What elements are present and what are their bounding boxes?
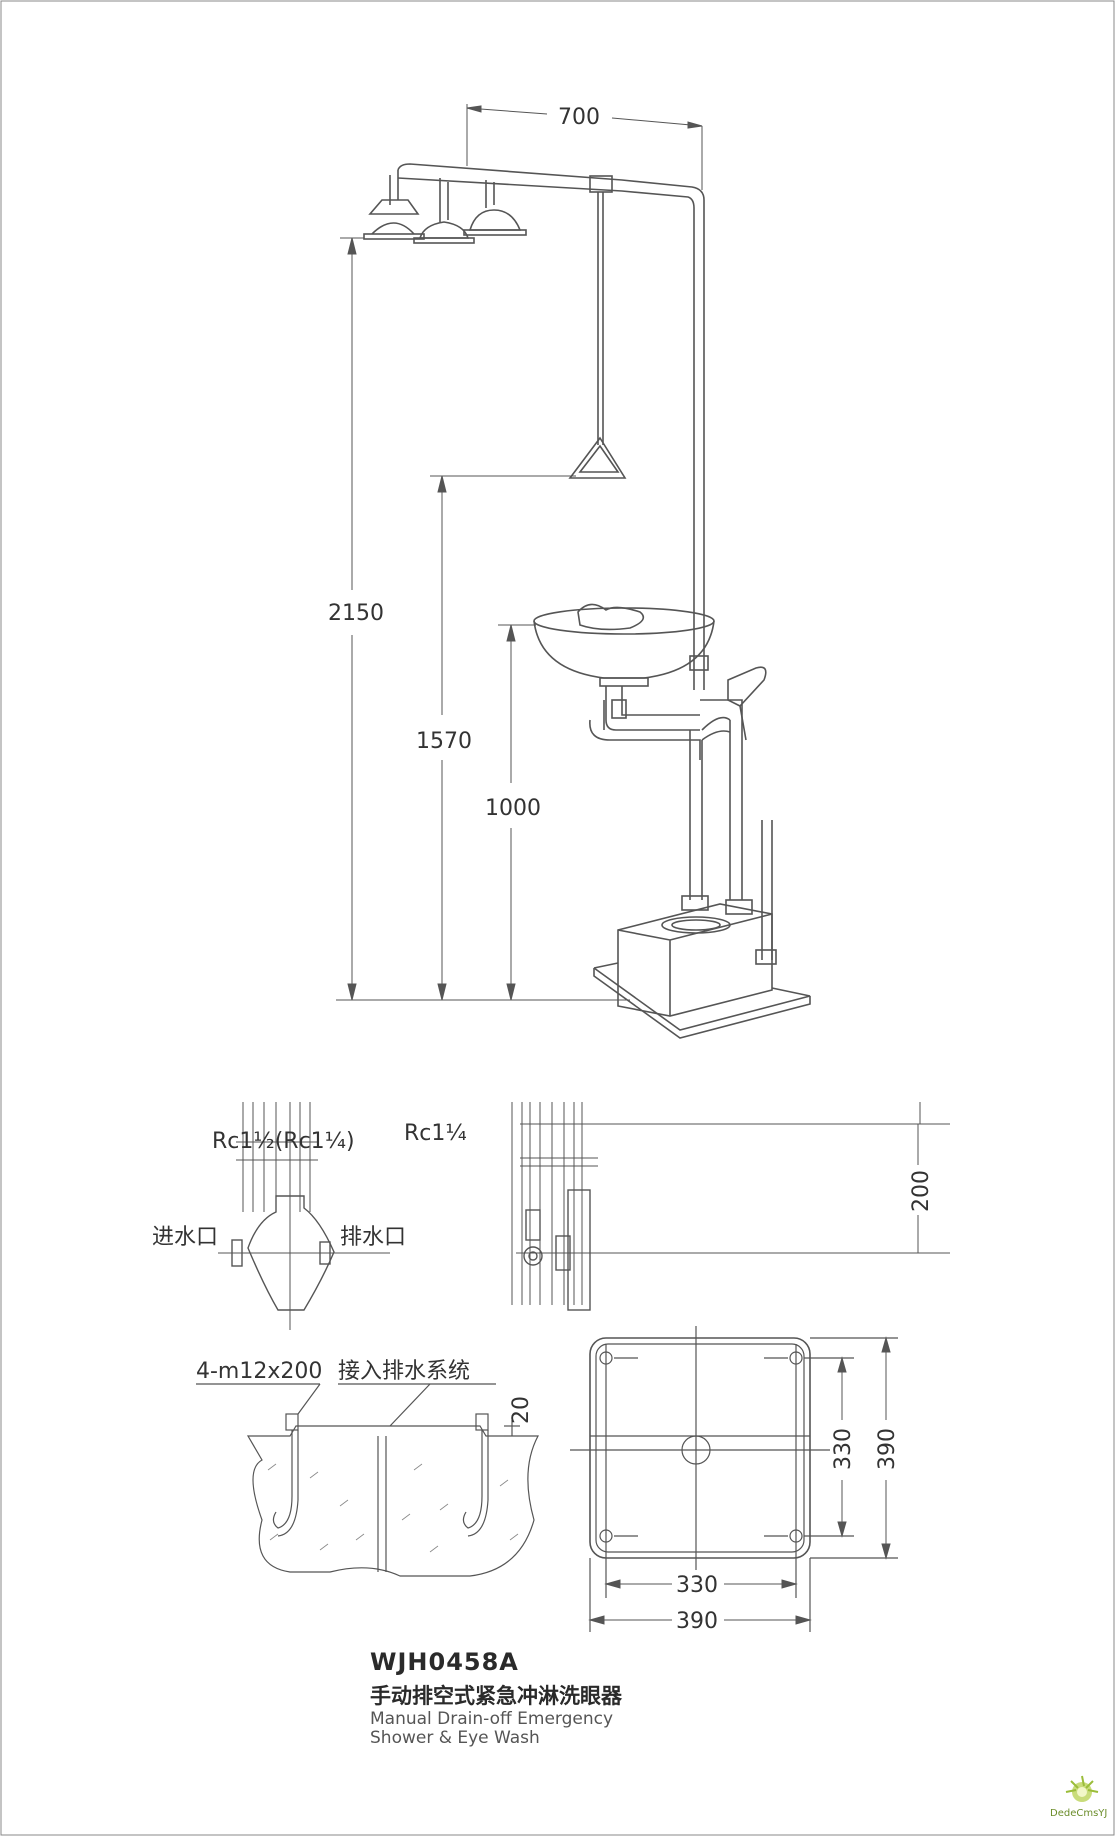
foundation-section [196, 1383, 539, 1577]
dim-1000: 1000 [485, 796, 541, 821]
product-title-en-line2: Shower & Eye Wash [370, 1728, 540, 1748]
dim-390-horizontal: 390 [676, 1609, 718, 1634]
dim-2150: 2150 [328, 601, 384, 626]
watermark-text: DedeCmsYJ [1050, 1808, 1108, 1819]
dim-1570: 1570 [416, 729, 472, 754]
anchor-label: 4-m12x200 [196, 1359, 322, 1384]
plan-dimension-lines [588, 1336, 891, 1625]
shower-elevation [363, 163, 811, 1039]
product-title-en-line1: Manual Drain-off Emergency [370, 1709, 614, 1729]
dim-20: 20 [509, 1396, 534, 1424]
valve-detail [218, 1102, 390, 1330]
dim-200: 200 [909, 1170, 934, 1212]
product-title-cn: 手动排空式紧急冲淋洗眼器 [370, 1684, 622, 1708]
dim-330-vertical: 330 [831, 1428, 856, 1470]
pipe-size-a: Rc1½(Rc1¼) [212, 1129, 355, 1154]
model-number: WJH0458A [370, 1648, 519, 1676]
dim-700: 700 [558, 105, 600, 130]
dim-390-vertical: 390 [875, 1428, 900, 1470]
outlet-label: 排水口 [340, 1225, 406, 1250]
concrete-hatch [267, 1463, 519, 1553]
base-plan [570, 1326, 898, 1632]
watermark-logo [1065, 1775, 1099, 1802]
drain-connect-label: 接入排水系统 [338, 1359, 470, 1384]
main-dimension-lines [336, 104, 703, 1001]
side-detail [511, 1102, 950, 1311]
pipe-size-b: Rc1¼ [404, 1121, 467, 1146]
title-block: WJH0458A 手动排空式紧急冲淋洗眼器 Manual Drain-off E… [370, 1648, 622, 1748]
dim-330-horizontal: 330 [676, 1573, 718, 1598]
inlet-label: 进水口 [152, 1225, 218, 1250]
